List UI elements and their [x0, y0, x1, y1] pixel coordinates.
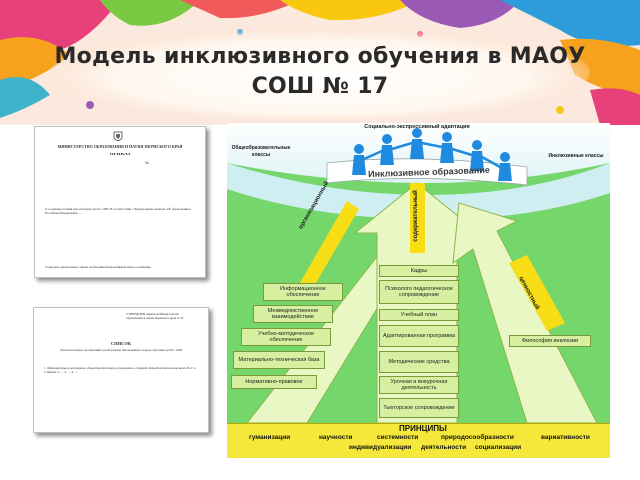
paint-splash-header: [0, 0, 640, 125]
ribbon-value: [509, 255, 565, 331]
box-methodical-means: Методические средства: [379, 351, 459, 373]
ribbon-organizational: [297, 201, 359, 295]
box-tutor-support: Тьюторское сопровождение: [379, 398, 459, 418]
box-methodical-support: Учебно-методическое обеспечение: [241, 328, 331, 346]
order-body: О создании условий для обучения детей с …: [45, 207, 192, 216]
order-number: №: [145, 161, 149, 165]
box-information-support: Информационное обеспечение: [263, 283, 343, 301]
principle-scientific: научности: [319, 434, 353, 441]
label-general-classes: Общеобразовательные классы: [231, 145, 291, 158]
globe-band: [227, 163, 610, 220]
order-doc-type: ПРИКАЗ: [109, 153, 131, 157]
box-material-base: Материально-техническая база: [233, 351, 325, 369]
list-heading: СПИСОК: [110, 342, 132, 346]
principle-humanization: гуманизации: [249, 434, 291, 441]
list-document-scan: УТВЕРЖДЕН приказом Министерства образова…: [33, 307, 209, 433]
ribbon-label-content: содержательный: [413, 190, 419, 242]
order-footer: Утвердить прилагаемые списки необходимой…: [45, 265, 151, 269]
people-figures-icon: [352, 128, 512, 181]
label-inclusive-classes: Инклюзивные классы: [548, 153, 604, 159]
box-psych-support: Психолого педагогическое сопровождение: [379, 280, 459, 304]
principles-band: ПРИНЦИПЫ гуманизации научности системнос…: [227, 423, 610, 458]
box-staff: Кадры: [379, 265, 459, 277]
coat-of-arms-icon: [113, 131, 123, 141]
box-adapted-program: Адаптированная программа: [379, 325, 459, 347]
principles-title: ПРИНЦИПЫ: [399, 424, 447, 433]
box-lessons-activities: Урочная и внеурочная деятельность: [379, 376, 459, 394]
list-subheading: образовательных организаций, реализующих…: [59, 348, 183, 352]
paint-splash-decoration: [0, 0, 640, 125]
principle-natural-conformity: природосообразности: [441, 434, 514, 441]
box-curriculum: Учебный план: [379, 309, 459, 321]
arrow-value: [452, 202, 598, 424]
page-title: Модель инклюзивного обучения в МАОУ СОШ …: [54, 44, 586, 99]
inclusive-model-diagram: Социально-экспрессивный адаптация Общеоб…: [227, 123, 610, 458]
order-header: МИНИСТЕРСТВО ОБРАЗОВАНИЯ И НАУКИ ПЕРМСКО…: [57, 145, 183, 149]
principle-systematic: системности: [377, 434, 419, 441]
principle-variability: вариативности: [541, 434, 590, 441]
principle-socialization: социализации: [475, 444, 522, 451]
box-legal-framework: Нормативно-правовое: [231, 375, 317, 389]
ribbon-content: [410, 183, 425, 253]
label-social-adaptation: Социально-экспрессивный адаптация: [364, 124, 470, 130]
principle-individualization: индивидуализации: [349, 444, 412, 451]
order-document-scan: МИНИСТЕРСТВО ОБРАЗОВАНИЯ И НАУКИ ПЕРМСКО…: [34, 126, 206, 278]
list-approve-stamp: УТВЕРЖДЕН приказом Министерства образова…: [126, 312, 184, 321]
list-items: 1. Муниципальное автономное общеобразова…: [44, 366, 196, 375]
box-inclusion-philosophy: Философия инклюзии: [509, 335, 591, 347]
box-interagency: Межведомственное взаимодействие: [253, 305, 333, 323]
principle-activity: деятельности: [421, 444, 467, 451]
